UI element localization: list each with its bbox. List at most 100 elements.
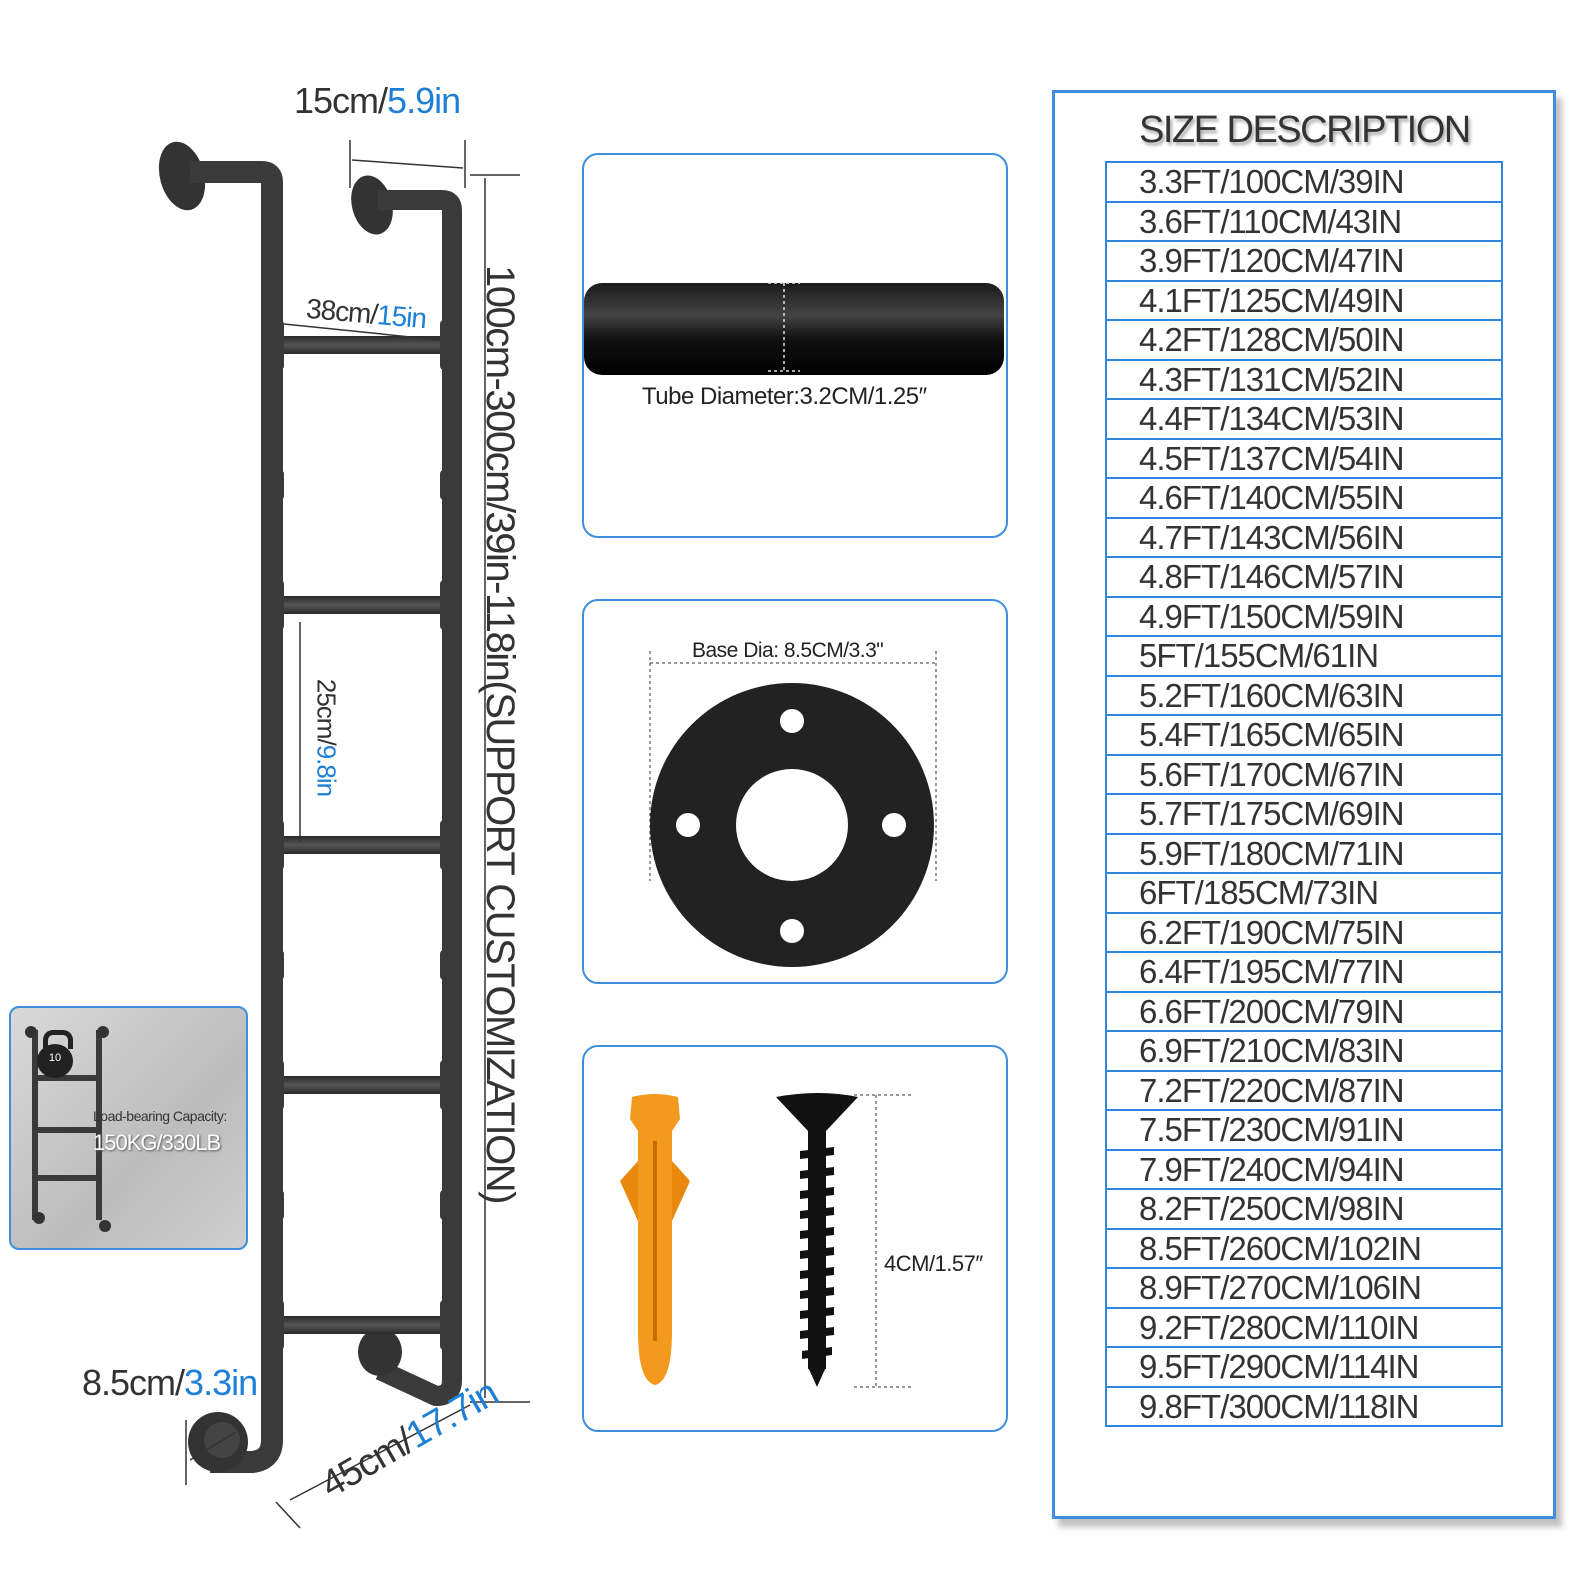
size-option: 8.5FT/260CM/102IN [1105,1227,1503,1269]
size-row: 5.7FT/175CM/69IN [1105,793,1503,835]
size-option: 5.2FT/160CM/63IN [1105,674,1503,716]
size-option: 3.9FT/120CM/47IN [1105,240,1503,282]
size-row: 3.9FT/120CM/47IN [1105,240,1503,282]
size-row: 6.4FT/195CM/77IN [1105,951,1503,993]
height-label: 100cm-300cm/39in-118in(SUPPORT CUSTOMIZA… [478,265,522,1203]
size-option: 4.8FT/146CM/57IN [1105,556,1503,598]
size-row: 7.9FT/240CM/94IN [1105,1148,1503,1190]
size-row: 7.2FT/220CM/87IN [1105,1069,1503,1111]
wall-anchor-icon [620,1094,690,1385]
size-row: 9.2FT/280CM/110IN [1105,1306,1503,1348]
size-row: 6.6FT/200CM/79IN [1105,990,1503,1032]
left-rail [158,141,283,1473]
top-width-cm: 15cm/ [294,80,388,121]
size-row: 5.9FT/180CM/71IN [1105,832,1503,874]
size-row: 8.2FT/250CM/98IN [1105,1188,1503,1230]
size-option: 8.9FT/270CM/106IN [1105,1267,1503,1309]
size-option: 4.6FT/140CM/55IN [1105,477,1503,519]
size-row: 5FT/155CM/61IN [1105,635,1503,677]
base-panel: Base Dia: 8.5CM/3.3" [582,599,1008,984]
size-option: 4.3FT/131CM/52IN [1105,358,1503,400]
size-option: 9.8FT/300CM/118IN [1105,1385,1503,1427]
size-row: 3.3FT/100CM/39IN [1105,161,1503,203]
size-row: 8.5FT/260CM/102IN [1105,1227,1503,1269]
size-row: 5.4FT/165CM/65IN [1105,714,1503,756]
tee-joints [262,320,462,1350]
size-row: 8.9FT/270CM/106IN [1105,1267,1503,1309]
size-option: 6.9FT/210CM/83IN [1105,1030,1503,1072]
size-option: 4.7FT/143CM/56IN [1105,516,1503,558]
size-option: 3.6FT/110CM/43IN [1105,200,1503,242]
size-row: 4.6FT/140CM/55IN [1105,477,1503,519]
size-option: 7.2FT/220CM/87IN [1105,1069,1503,1111]
top-width-in: 5.9in [387,80,461,121]
rung-spacing-cm: 25cm/ [311,678,342,745]
mini-ladder-icon [25,1026,111,1232]
size-option: 4.5FT/137CM/54IN [1105,437,1503,479]
rung-spacing-in: 9.8in [311,744,342,797]
size-row: 5.6FT/170CM/67IN [1105,753,1503,795]
standoff-cm: 8.5cm/ [82,1362,185,1403]
size-option: 6FT/185CM/73IN [1105,872,1503,914]
size-row: 9.5FT/290CM/114IN [1105,1346,1503,1388]
size-row: 4.1FT/125CM/49IN [1105,279,1503,321]
base-diameter-caption: Base Dia: 8.5CM/3.3" [692,639,884,662]
size-row: 9.8FT/300CM/118IN [1105,1385,1503,1427]
rung-spacing-label: 25cm/9.8in [311,668,342,808]
size-description-title: SIZE DESCRIPTION [1139,109,1471,151]
load-capacity-card: 10 Load-bearing Capacity: 150KG/330LB [9,1006,248,1250]
standoff-label: 8.5cm/3.3in [82,1362,258,1404]
kettlebell-icon: 10 [35,1030,75,1078]
size-row: 7.5FT/230CM/91IN [1105,1109,1503,1151]
size-option: 4.9FT/150CM/59IN [1105,595,1503,637]
size-option: 5.9FT/180CM/71IN [1105,832,1503,874]
top-width-label: 15cm/5.9in [294,80,461,122]
size-option: 7.5FT/230CM/91IN [1105,1109,1503,1151]
size-row: 6.2FT/190CM/75IN [1105,911,1503,953]
size-option: 6.4FT/195CM/77IN [1105,951,1503,993]
size-row: 4.2FT/128CM/50IN [1105,319,1503,361]
load-capacity-value: 150KG/330LB [93,1130,221,1155]
size-row: 6.9FT/210CM/83IN [1105,1030,1503,1072]
size-row: 4.5FT/137CM/54IN [1105,437,1503,479]
size-option: 5FT/155CM/61IN [1105,635,1503,677]
size-row: 4.8FT/146CM/57IN [1105,556,1503,598]
size-option: 8.2FT/250CM/98IN [1105,1188,1503,1230]
size-option: 6.2FT/190CM/75IN [1105,911,1503,953]
size-option: 4.4FT/134CM/53IN [1105,398,1503,440]
screw-length-line [854,1094,914,1388]
size-option: 9.2FT/280CM/110IN [1105,1306,1503,1348]
size-row: 4.3FT/131CM/52IN [1105,358,1503,400]
standoff-in: 3.3in [184,1362,258,1403]
size-option: 5.4FT/165CM/65IN [1105,714,1503,756]
right-rail [351,175,462,1406]
rungs [272,336,452,1334]
kettlebell-weight: 10 [48,1052,62,1064]
load-capacity-label: Load-bearing Capacity: [93,1108,227,1124]
tube-diameter-caption: Tube Diameter:3.2CM/1.25″ [642,383,927,410]
size-option: 4.1FT/125CM/49IN [1105,279,1503,321]
base-flange-image [649,651,937,967]
size-option: 9.5FT/290CM/114IN [1105,1346,1503,1388]
rung-width-in: 15in [375,299,428,335]
rung-width-cm: 38cm/ [304,292,379,330]
hardware-panel: 4CM/1.57″ [582,1045,1008,1432]
screw-icon [776,1093,858,1387]
tube-image [584,282,1004,375]
size-option: 5.6FT/170CM/67IN [1105,753,1503,795]
size-option: 5.7FT/175CM/69IN [1105,793,1503,835]
size-option: 7.9FT/240CM/94IN [1105,1148,1503,1190]
size-option: 4.2FT/128CM/50IN [1105,319,1503,361]
size-option: 3.3FT/100CM/39IN [1105,161,1503,203]
size-row: 5.2FT/160CM/63IN [1105,674,1503,716]
ladder-illustration [158,140,530,1529]
size-option: 6.6FT/200CM/79IN [1105,990,1503,1032]
size-row: 3.6FT/110CM/43IN [1105,200,1503,242]
screw-length-caption: 4CM/1.57″ [884,1251,983,1276]
size-row: 6FT/185CM/73IN [1105,872,1503,914]
tube-panel: Tube Diameter:3.2CM/1.25″ [582,153,1008,538]
dimension-lines [185,140,530,1529]
size-row: 4.9FT/150CM/59IN [1105,595,1503,637]
